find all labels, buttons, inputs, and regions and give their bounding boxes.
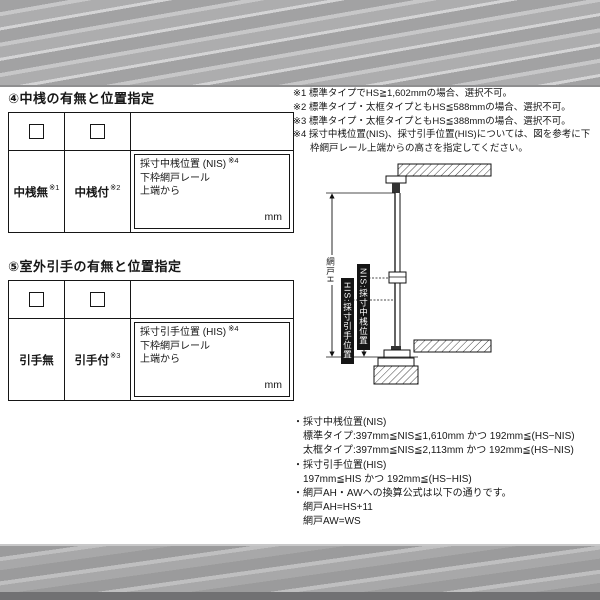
his-unit-label: mm: [264, 378, 283, 391]
footnote-1: ※1 標準タイプでHS≧1,602mmの場合、選択不可。: [293, 88, 513, 99]
hikite-empty-cell: [131, 281, 293, 319]
rule-his-range: 197mm≦HIS かつ 192mm≦(HS−HIS): [303, 473, 472, 485]
his-box-note-marker: ※4: [228, 324, 239, 333]
nis-box-title: 採寸中桟位置 (NIS): [140, 159, 227, 170]
nakazan-none-note-marker: ※1: [49, 183, 60, 192]
hikite-none-label: 引手無: [19, 354, 54, 367]
hikite-none-cell: 引手無: [9, 319, 65, 400]
hikite-none-checkbox[interactable]: [29, 292, 44, 307]
nakazan-table: 中桟無 ※1 中桟付 ※2 採寸中桟位置 (NIS) ※4 下枠網戸レール 上端…: [8, 112, 294, 233]
photo-bottom-band: [0, 544, 600, 600]
nakazan-with-checkbox[interactable]: [90, 124, 105, 139]
rule-nis-heading: ・採寸中桟位置(NIS): [293, 417, 387, 428]
hikite-with-label: 引手付: [74, 354, 110, 367]
nakazan-none-cell: 中桟無 ※1: [9, 151, 65, 232]
nakazan-with-cell: 中桟付 ※2: [65, 151, 131, 232]
rule-conversion-heading: ・網戸AH・AWへの換算公式は以下の通りです。: [293, 488, 512, 500]
rule-conversion-aw: 網戸AW=WS: [303, 516, 361, 528]
bottom-wall-hatch: [413, 339, 492, 353]
hikite-none-checkbox-cell: [9, 281, 65, 319]
hikite-with-cell: 引手付 ※3: [65, 319, 131, 400]
rule-nis-standard: 標準タイプ:397mm≦NIS≦1,610mm かつ 192mm≦(HS−NIS…: [303, 431, 575, 443]
nakazan-with-note-marker: ※2: [110, 183, 121, 192]
dim-label-screen-height: 網戸H: [325, 255, 336, 286]
hikite-table: 引手無 引手付 ※3 採寸引手位置 (HIS) ※4 下枠網戸レール 上端から …: [8, 280, 294, 401]
his-position-box: 採寸引手位置 (HIS) ※4 下枠網戸レール 上端から mm: [134, 322, 290, 397]
nis-position-box: 採寸中桟位置 (NIS) ※4 下枠網戸レール 上端から mm: [134, 154, 290, 229]
rule-his-heading: ・採寸引手位置(HIS): [293, 459, 387, 471]
nakazan-with-label: 中桟付: [74, 186, 110, 199]
dim-label-nis: NIS:採寸中桟位置: [357, 264, 370, 350]
section4-heading: ④中桟の有無と位置指定: [8, 91, 155, 106]
his-box-body-line1: 下枠網戸レール: [140, 340, 210, 352]
nis-box-note-marker: ※4: [228, 156, 239, 165]
rule-nis-wide-frame: 太框タイプ:397mm≦NIS≦2,113mm かつ 192mm≦(HS−NIS…: [303, 445, 574, 457]
footnote-4: ※4 採寸中桟位置(NIS)、採寸引手位置(HIS)については、図を参考に下枠網…: [293, 129, 591, 155]
nakazan-with-checkbox-cell: [65, 113, 131, 151]
footnote-3: ※3 標準タイプ・太框タイプともHS≦388mmの場合、選択不可。: [293, 115, 571, 127]
middle-rail-section: [388, 271, 407, 284]
nakazan-none-checkbox[interactable]: [29, 124, 44, 139]
rule-conversion-ah: 網戸AH=HS+11: [303, 502, 373, 514]
footnote-2: ※2 標準タイプ・太框タイプともHS≦588mmの場合、選択不可。: [293, 101, 571, 113]
nis-box-body-line1: 下枠網戸レール: [140, 172, 210, 184]
nakazan-none-label: 中桟無: [13, 186, 49, 199]
bottom-sill-section: [373, 346, 419, 385]
hikite-with-checkbox-cell: [65, 281, 131, 319]
section5-heading: ⑤室外引手の有無と位置指定: [8, 259, 182, 274]
hikite-with-checkbox[interactable]: [90, 292, 105, 307]
dimension-rules-block: ・採寸中桟位置(NIS) 標準タイプ:397mm≦NIS≦1,610mm かつ …: [293, 416, 595, 530]
hikite-with-note-marker: ※3: [110, 351, 121, 360]
photo-top-band: [0, 0, 600, 87]
top-wall-hatch: [385, 163, 492, 193]
nis-box-body-line2: 上端から: [140, 186, 180, 197]
nakazan-empty-cell: [131, 113, 293, 151]
his-box-body-line2: 上端から: [140, 354, 180, 365]
nakazan-position-cell: 採寸中桟位置 (NIS) ※4 下枠網戸レール 上端から mm: [131, 151, 293, 232]
hikite-position-cell: 採寸引手位置 (HIS) ※4 下枠網戸レール 上端から mm: [131, 319, 293, 400]
footnotes-block: ※1 標準タイプでHS≧1,602mmの場合、選択不可。 ※2 標準タイプ・太框…: [293, 87, 596, 156]
nakazan-none-checkbox-cell: [9, 113, 65, 151]
his-box-title: 採寸引手位置 (HIS): [140, 327, 227, 338]
nis-unit-label: mm: [264, 210, 283, 223]
dim-label-his: HIS:採寸引手位置: [341, 278, 354, 364]
